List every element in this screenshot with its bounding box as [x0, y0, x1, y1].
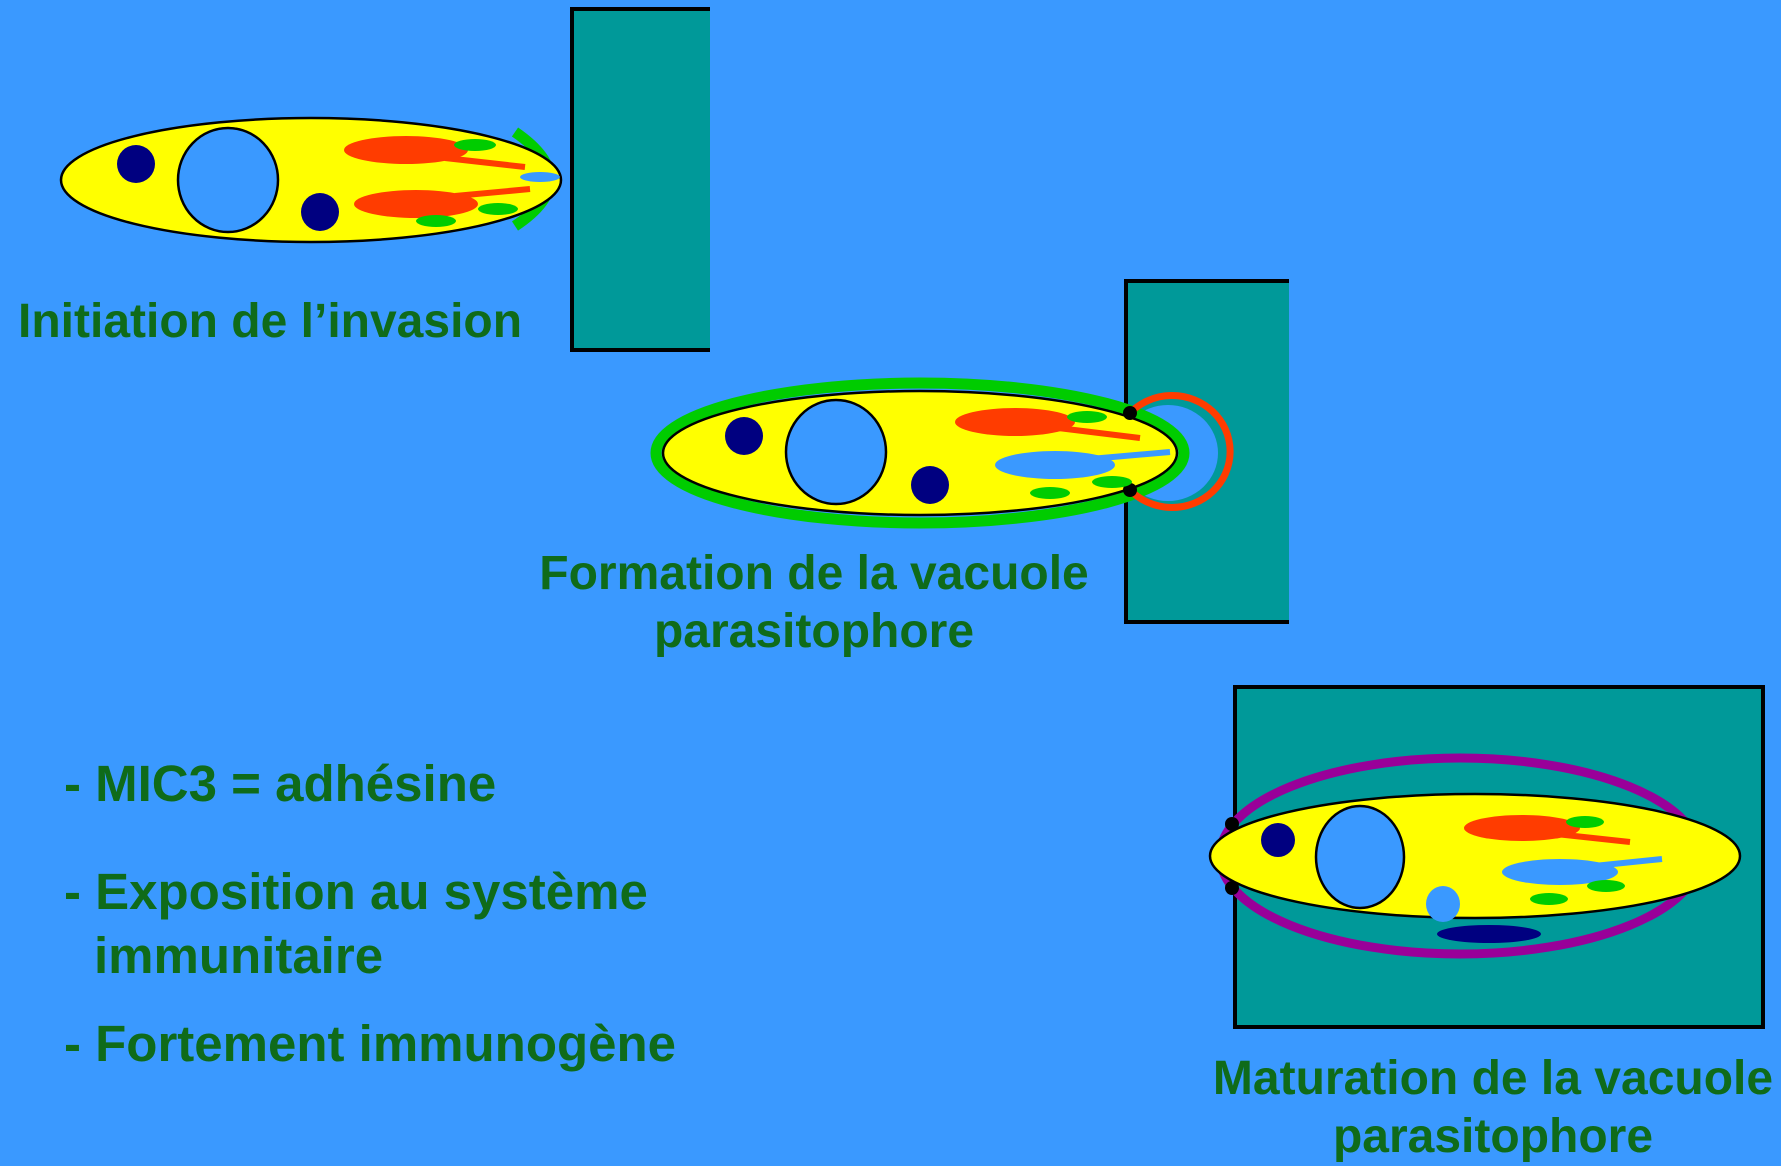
apical-secretion-1 [520, 172, 560, 182]
dense-granule-secretion-3 [1437, 925, 1541, 943]
bullet-mic3-adhesin: - MIC3 = adhésine [64, 752, 496, 816]
junction-point-3a [1225, 817, 1239, 831]
microneme-3a [1566, 816, 1604, 828]
label-formation: Formation de la vacuole parasitophore [504, 545, 1124, 661]
parasite-nucleus-3 [1316, 806, 1404, 908]
microneme-3b [1587, 880, 1625, 892]
parasite-nucleus-1 [178, 128, 278, 232]
bullet-immune-exposure-line2: immunitaire [64, 924, 383, 988]
dense-granule-1b [301, 193, 339, 231]
bullet-immune-exposure-line1: - Exposition au système [64, 860, 648, 924]
dense-granule-2b [911, 466, 949, 504]
label-formation-line1: Formation de la vacuole [504, 545, 1124, 603]
label-formation-line2: parasitophore [504, 603, 1124, 661]
junction-point-3b [1225, 881, 1239, 895]
bullet-immunogenic: - Fortement immunogène [64, 1012, 676, 1076]
microneme-1b [478, 203, 518, 215]
microneme-2b [1092, 476, 1132, 488]
label-maturation-line2: parasitophore [1205, 1108, 1781, 1166]
dense-granule-2a [725, 417, 763, 455]
label-initiation: Initiation de l’invasion [18, 294, 522, 350]
parasite-body-3 [1210, 794, 1740, 918]
label-maturation: Maturation de la vacuole parasitophore [1205, 1050, 1781, 1166]
rhoptry-2b-secreted [995, 451, 1115, 479]
label-maturation-line1: Maturation de la vacuole [1205, 1050, 1781, 1108]
dense-granule-3 [1261, 823, 1295, 857]
secreted-granule-3 [1426, 886, 1460, 922]
dense-granule-1a [117, 145, 155, 183]
microneme-3c [1530, 893, 1568, 905]
microneme-1a [454, 139, 496, 151]
microneme-2c [1030, 487, 1070, 499]
bullet-immune-exposure: - Exposition au système immunitaire [64, 860, 648, 988]
rhoptry-2a [955, 408, 1075, 436]
junction-point-2a [1123, 406, 1137, 420]
microneme-2a [1067, 411, 1107, 423]
parasite-nucleus-2 [786, 400, 886, 504]
host-cell-1 [572, 9, 710, 350]
stage-maturation [1210, 687, 1763, 1027]
microneme-1c [416, 215, 456, 227]
